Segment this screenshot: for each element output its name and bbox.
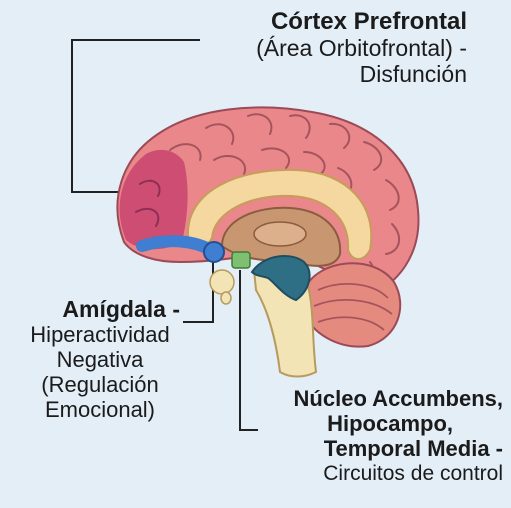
amygdala [204, 242, 224, 262]
amygdala-line-4: (Regulación [0, 374, 200, 396]
accumbens-line-4: Circuitos de control [223, 463, 503, 484]
accumbens-label: Núcleo Accumbens, Hipocampo, Temporal Me… [223, 388, 503, 484]
cortex-area: (Área Orbitofrontal) - [167, 37, 467, 60]
nucleus-accumbens [232, 252, 250, 268]
cortex-title: Córtex Prefrontal [167, 10, 467, 34]
amygdala-line-5: Emocional) [0, 399, 200, 421]
cortex-label: Córtex Prefrontal (Área Orbitofrontal) -… [167, 10, 467, 86]
accumbens-line-1: Núcleo Accumbens, [223, 388, 503, 410]
amygdala-line-3: Negativa [0, 349, 200, 371]
accumbens-line-2: Hipocampo, [223, 413, 503, 435]
amygdala-line-2: Hiperactividad [0, 324, 200, 346]
accumbens-line-3: Temporal Media - [223, 438, 503, 460]
amygdala-label: Amígdala - Hiperactividad Negativa (Regu… [0, 298, 200, 421]
cortex-status: Disfunción [167, 63, 467, 86]
amygdala-title: Amígdala - [0, 298, 200, 321]
